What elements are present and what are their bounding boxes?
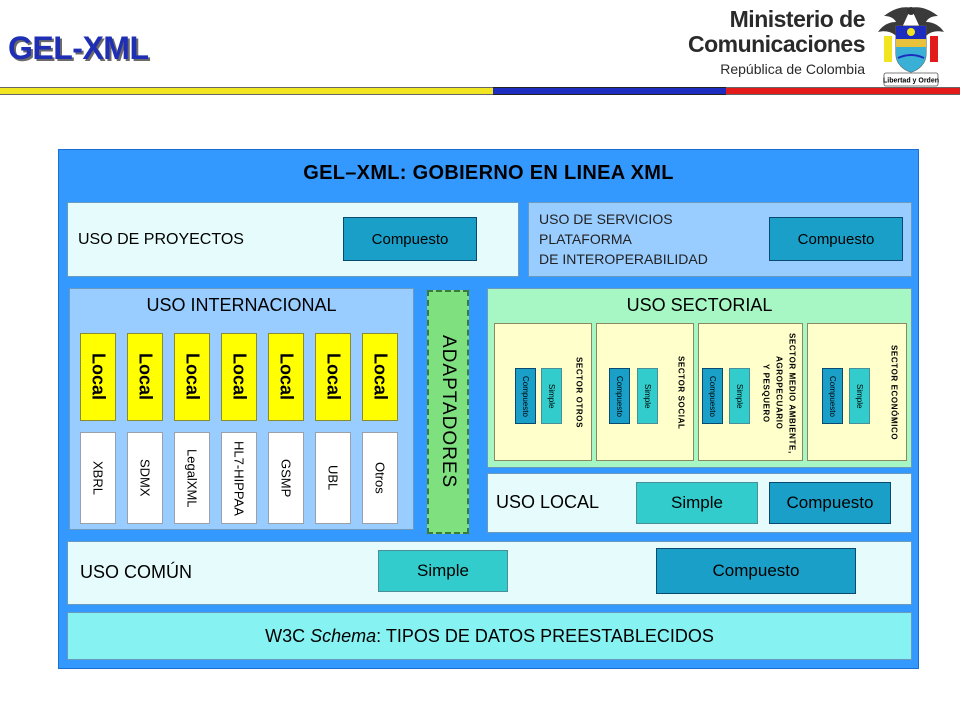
uso-servicios-line1: USO DE SERVICIOS [539,211,673,227]
uso-servicios-box: USO DE SERVICIOS PLATAFORMA DE INTEROPER… [528,202,912,277]
sector-otros-compuesto: Compuesto [515,368,536,424]
uso-servicios-line3: DE INTEROPERABILIDAD [539,251,708,267]
uso-comun-label: USO COMÚN [80,562,192,582]
ministry-name-line1: Ministerio de [729,6,866,32]
sector-medio-ambiente: Compuesto Simple SECTOR MEDIO AMBIENTE, … [698,323,803,461]
sector-economico: Compuesto Simple SECTOR ECONÓMICO [807,323,907,461]
standard-otros: Otros [362,432,398,524]
ministry-country: República de Colombia [720,61,865,77]
sector-social: Compuesto Simple SECTOR SOCIAL [596,323,694,461]
local-box-4: Local [221,333,257,421]
local-box-1: Local [80,333,116,421]
sector-economico-simple: Simple [849,368,870,424]
colombia-coat-of-arms-icon: Libertad y Orden [878,7,944,87]
uso-local-simple: Simple [636,482,758,524]
uso-servicios-label: USO DE SERVICIOS PLATAFORMA DE INTEROPER… [539,209,708,269]
uso-local-label: USO LOCAL [496,492,600,512]
uso-comun-simple: Simple [378,550,508,592]
uso-internacional-box: USO INTERNACIONAL Local Local Local Loca… [69,288,414,530]
uso-proyectos-box: USO DE PROYECTOS Compuesto [67,202,519,277]
sector-social-compuesto: Compuesto [609,368,630,424]
local-box-2: Local [127,333,163,421]
w3c-schema-emph: Schema [310,625,377,646]
seal-caption: Libertad y Orden [883,78,939,85]
sector-economico-name: SECTOR ECONÓMICO [889,345,899,441]
diagram-title: GEL–XML: GOBIERNO EN LINEA XML [303,162,674,184]
uso-internacional-label: USO INTERNACIONAL [146,295,337,315]
local-box-7: Local [362,333,398,421]
standard-ubl: UBL [315,432,351,524]
adaptadores-box: ADAPTADORES [427,290,469,534]
ministry-name-line2: Comunicaciones [687,31,866,57]
standard-legalxml: LegalXML [174,432,210,524]
sector-social-simple: Simple [637,368,658,424]
standard-gsmp: GSMP [268,432,304,524]
sector-otros-name: SECTOR OTROS [574,357,584,429]
uso-local-box: USO LOCAL Simple Compuesto [487,473,912,533]
w3c-suffix: : TIPOS DE DATOS PREESTABLECIDOS [376,625,714,646]
uso-comun-compuesto: Compuesto [656,548,856,594]
w3c-prefix: W3C [265,625,311,646]
sector-economico-compuesto: Compuesto [822,368,843,424]
flag-band-blue [493,87,726,95]
local-box-6: Local [315,333,351,421]
uso-proyectos-compuesto: Compuesto [343,217,477,261]
flag-band-red [726,87,960,95]
sector-medio-ambiente-compuesto: Compuesto [702,368,723,424]
local-box-3: Local [174,333,210,421]
uso-comun-box: USO COMÚN Simple Compuesto [67,541,912,605]
flag-band-yellow [0,87,493,95]
uso-sectorial-label: USO SECTORIAL [626,295,773,315]
ministry-block: Ministerio de Comunicaciones República d… [687,6,866,77]
w3c-schema-box: W3C Schema: TIPOS DE DATOS PREESTABLECID… [67,612,912,660]
sector-otros-simple: Simple [541,368,562,424]
sector-otros: Compuesto Simple SECTOR OTROS [494,323,592,461]
gel-xml-diagram: GEL–XML: GOBIERNO EN LINEA XML USO DE PR… [58,149,919,669]
standard-sdmx: SDMX [127,432,163,524]
uso-sectorial-box: USO SECTORIAL Compuesto Simple SECTOR OT… [487,288,912,468]
uso-proyectos-label: USO DE PROYECTOS [78,231,244,248]
uso-local-compuesto: Compuesto [769,482,891,524]
sector-medio-ambiente-simple: Simple [729,368,750,424]
standard-xbrl: XBRL [80,432,116,524]
sector-social-name: SECTOR SOCIAL [676,356,686,430]
local-box-5: Local [268,333,304,421]
page-title: GEL-XML [8,30,149,66]
standard-hl7-hippaa: HL7-HIPPAA [221,432,257,524]
uso-servicios-line2: PLATAFORMA [539,231,632,247]
sector-medio-ambiente-name: SECTOR MEDIO AMBIENTE, AGROPECUARIO Y PE… [761,332,797,454]
uso-servicios-compuesto: Compuesto [769,217,903,261]
